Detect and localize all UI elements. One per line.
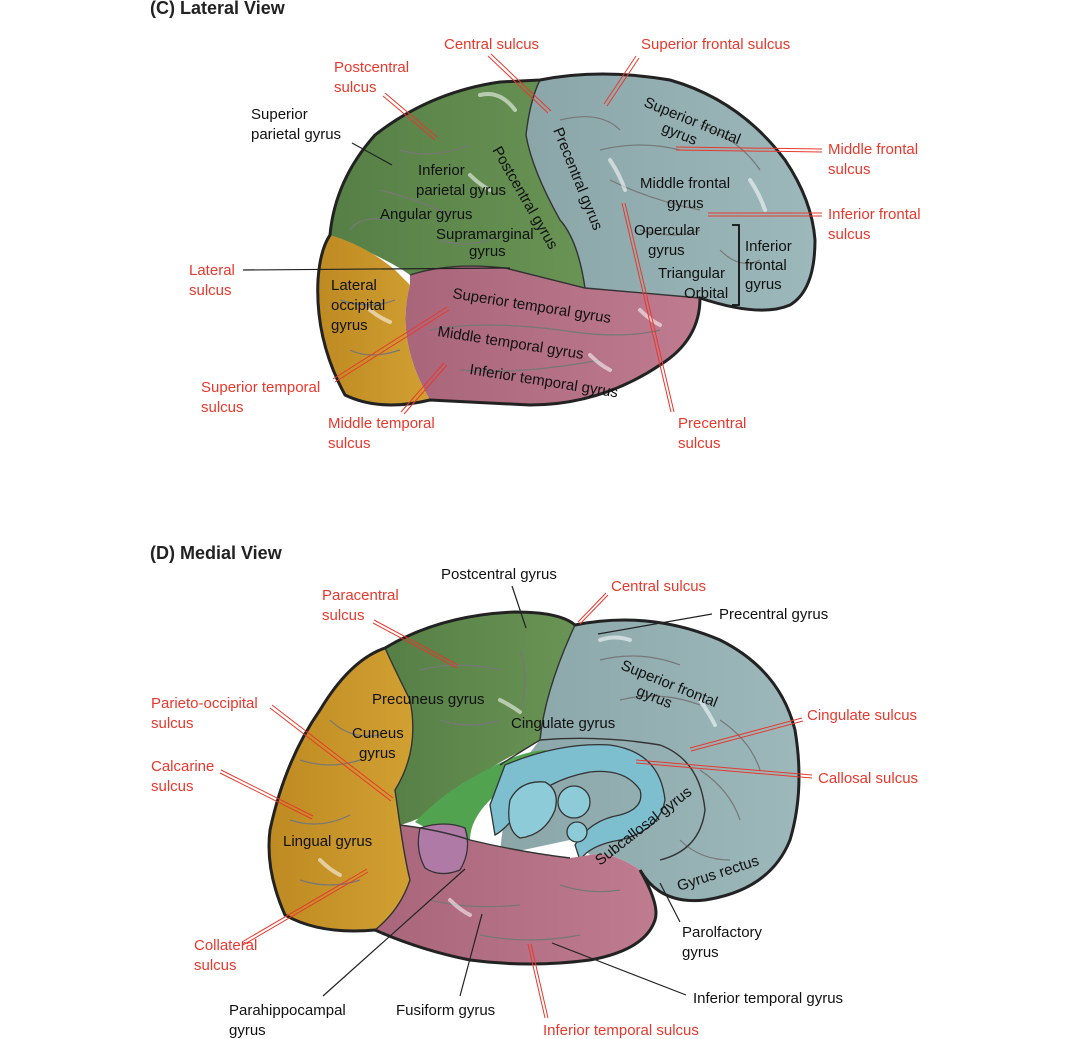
label-cingulate-sulcus: Cingulate sulcus [807, 707, 917, 724]
lateral-brain [316, 72, 817, 407]
medial-parietal-lobe [385, 612, 575, 825]
label-medial-postcentral-gyrus: Postcentral gyrus [441, 566, 557, 583]
medial-occipital-lobe [269, 648, 413, 931]
label-medial-inferior-temporal-gyrus: Inferior temporal gyrus [693, 990, 843, 1007]
label-triangular: Triangular [658, 265, 725, 282]
medial-ventricle-2 [557, 785, 591, 819]
label-calcarine-sulcus: Calcarine sulcus [151, 758, 219, 795]
medial-ventricle [508, 781, 557, 839]
medial-ventricle-3 [566, 821, 588, 843]
lateral-parietal-lobe [330, 80, 585, 288]
label-middle-frontal-sulcus: Middle frontal sulcus [828, 141, 922, 178]
label-middle-frontal-gyrus: Middle frontal gyrus [640, 175, 734, 212]
label-paracentral-sulcus: Paracentral sulcus [322, 587, 403, 624]
label-middle-temporal-sulcus: Middle temporal sulcus [328, 415, 439, 452]
lateral-sulcus-labels: Central sulcus Superior frontal sulcus P… [189, 36, 925, 452]
label-superior-parietal-gyrus: Superior parietal gyrus [251, 106, 341, 143]
lateral-frontal-lobe [526, 74, 815, 311]
lateral-title: (C) Lateral View [150, 0, 286, 18]
label-precuneus-gyrus: Precuneus gyrus [372, 691, 485, 708]
label-inferior-frontal-sulcus: Inferior frontal sulcus [828, 206, 925, 243]
lateral-occipital-lobe [317, 235, 430, 405]
medial-sulcus-labels: Central sulcus Paracentral sulcus Pariet… [151, 578, 918, 1039]
label-cingulate-gyrus: Cingulate gyrus [511, 715, 615, 732]
label-central-sulcus-lateral: Central sulcus [444, 36, 539, 53]
label-postcentral-sulcus: Postcentral sulcus [334, 59, 413, 96]
label-orbital: Orbital [684, 285, 728, 302]
label-inferior-parietal-gyrus: Inferior parietal gyrus [416, 162, 506, 199]
label-superior-temporal-sulcus: Superior temporal sulcus [201, 379, 324, 416]
label-lateral-occipital-gyrus: Lateral occipital gyrus [331, 277, 389, 334]
label-superior-frontal-sulcus: Superior frontal sulcus [641, 36, 790, 53]
label-opercular-gyrus: Opercular gyrus [634, 222, 704, 259]
medial-title: (D) Medial View [150, 543, 283, 563]
medial-gyrus-labels: Postcentral gyrus Precentral gyrus Super… [229, 566, 843, 1039]
label-precentral-sulcus: Precentral sulcus [678, 415, 751, 452]
lateral-temporal-lobe [405, 266, 700, 405]
medial-hippocampal-area [417, 823, 469, 875]
label-fusiform-gyrus: Fusiform gyrus [396, 1002, 495, 1019]
label-collateral-sulcus: Collateral sulcus [194, 937, 262, 974]
label-parieto-occipital-sulcus: Parieto-occipital sulcus [151, 695, 262, 732]
label-lingual-gyrus: Lingual gyrus [283, 833, 372, 850]
label-medial-precentral-gyrus: Precentral gyrus [719, 606, 828, 623]
label-callosal-sulcus: Callosal sulcus [818, 770, 918, 787]
label-central-sulcus-medial: Central sulcus [611, 578, 706, 595]
inferior-frontal-bracket [732, 224, 740, 306]
label-supramarginal-gyrus: Supramarginal gyrus [436, 226, 538, 260]
label-angular-gyrus: Angular gyrus [380, 206, 473, 223]
medial-brain [267, 610, 801, 966]
label-cuneus-gyrus: Cuneus gyrus [352, 725, 408, 762]
label-inferior-frontal-gyrus: Inferior frontal gyrus [745, 238, 796, 293]
label-medial-inferior-temporal-sulcus: Inferior temporal sulcus [543, 1022, 699, 1039]
label-lateral-sulcus: Lateral sulcus [189, 262, 239, 299]
label-parahippocampal-gyrus: Parahippocampal gyrus [229, 1002, 350, 1039]
label-parolfactory-gyrus: Parolfactory gyrus [682, 924, 766, 961]
